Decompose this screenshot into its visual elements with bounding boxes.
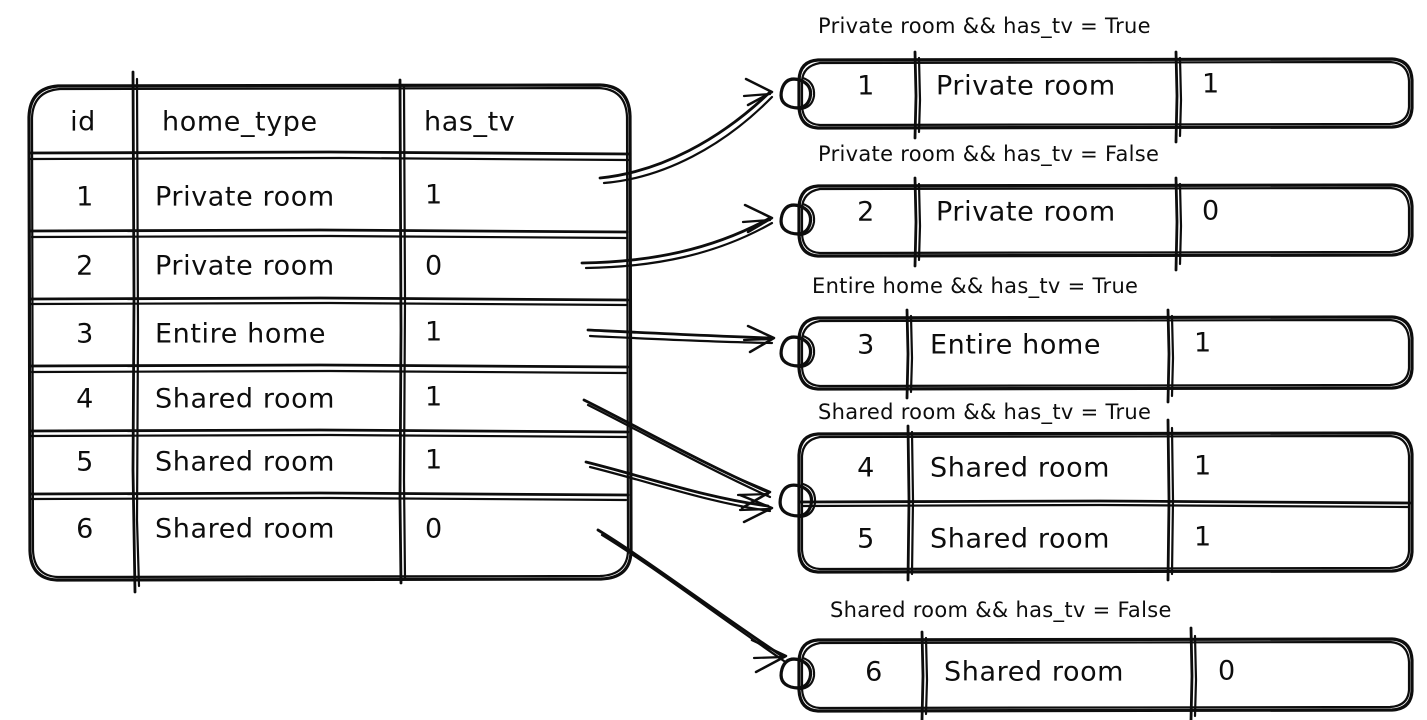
source-table-header-id: id	[70, 106, 96, 138]
source-row-3-home-type: Entire home	[155, 318, 327, 350]
group-4-row-1-home-type: Shared room	[930, 452, 1111, 484]
group-4-row-1-id: 4	[857, 452, 875, 484]
source-row-1-home-type: Private room	[155, 181, 335, 213]
source-row-2-home-type: Private room	[155, 250, 335, 282]
source-table-outline	[27, 83, 633, 582]
group-3-label: Entire home && has_tv = True	[812, 274, 1139, 298]
connector-arrows	[580, 77, 788, 674]
group-5-row-1-home-type: Shared room	[944, 656, 1125, 688]
source-row-1-has-tv: 1	[425, 179, 443, 211]
group-2-row-1-has-tv: 0	[1202, 195, 1220, 227]
group-1-row-1-id: 1	[857, 70, 875, 102]
source-row-4-has-tv: 1	[425, 381, 443, 413]
group-3-row-1-home-type: Entire home	[930, 329, 1102, 361]
group-4-row-1-has-tv: 1	[1194, 450, 1212, 482]
group-2-label: Private room && has_tv = False	[818, 142, 1160, 166]
group-4-row-2-has-tv: 1	[1194, 521, 1212, 553]
group-5-row-1-id: 6	[865, 656, 883, 688]
group-2-row-1-home-type: Private room	[936, 196, 1116, 228]
group-1-row-1-home-type: Private room	[936, 70, 1116, 102]
source-row-4-id: 4	[76, 383, 94, 415]
group-4-label: Shared room && has_tv = True	[818, 400, 1152, 424]
source-row-1-id: 1	[76, 181, 94, 213]
group-3-row-1-has-tv: 1	[1194, 327, 1212, 359]
group-box-2-outline	[779, 176, 1414, 272]
group-box-3-outline	[779, 308, 1414, 404]
group-1-row-1-has-tv: 1	[1202, 68, 1220, 100]
source-row-6-id: 6	[76, 513, 94, 545]
group-box-1-outline	[779, 50, 1414, 144]
source-row-3-has-tv: 1	[425, 316, 443, 348]
group-box-4-outline	[778, 418, 1414, 582]
group-4-row-2-id: 5	[857, 523, 875, 555]
group-5-label: Shared room && has_tv = False	[830, 598, 1172, 622]
source-row-2-has-tv: 0	[425, 250, 443, 282]
source-row-5-home-type: Shared room	[155, 446, 336, 478]
source-row-6-home-type: Shared room	[155, 513, 336, 545]
source-row-2-id: 2	[76, 250, 94, 282]
group-1-label: Private room && has_tv = True	[818, 14, 1151, 38]
group-4-row-2-home-type: Shared room	[930, 523, 1111, 555]
group-2-row-1-id: 2	[857, 196, 875, 228]
source-table-column-dividers	[131, 70, 407, 594]
source-row-6-has-tv: 0	[425, 513, 443, 545]
source-table-header-home-type: home_type	[162, 106, 318, 138]
group-5-row-1-has-tv: 0	[1218, 655, 1236, 687]
source-row-5-id: 5	[76, 446, 94, 478]
source-table-header-has-tv: has_tv	[424, 106, 516, 138]
source-table-row-separators	[28, 150, 632, 502]
source-row-3-id: 3	[76, 318, 94, 350]
source-row-4-home-type: Shared room	[155, 383, 336, 415]
group-3-row-1-id: 3	[857, 329, 875, 361]
group-box-5-outline	[779, 626, 1414, 720]
source-row-5-has-tv: 1	[425, 444, 443, 476]
